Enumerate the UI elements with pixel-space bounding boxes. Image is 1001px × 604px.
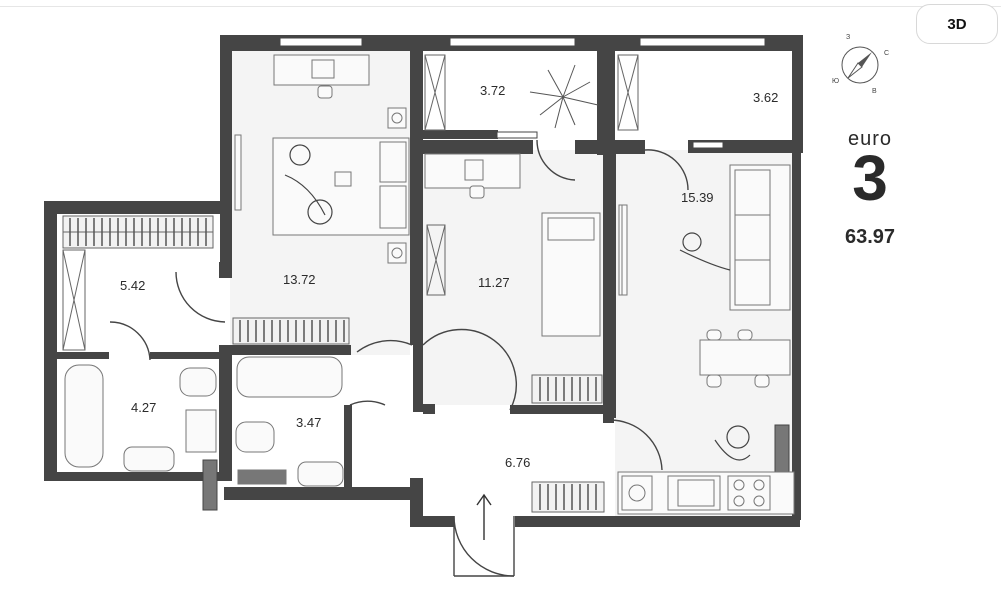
room-bathroom-2-area: 3.47 — [296, 415, 322, 430]
room-bedroom-2-area: 11.27 — [478, 275, 510, 290]
windows — [202, 37, 790, 511]
room-bathroom-1-area: 4.27 — [131, 400, 157, 415]
apartment-rooms-count: 3 — [852, 142, 888, 214]
compass-east-label: В — [872, 88, 877, 95]
room-hallway-area: 6.76 — [505, 455, 531, 470]
compass-north-label: С — [884, 50, 890, 57]
room-balcony-1-area: 3.72 — [480, 83, 506, 98]
room-balcony-2-area: 3.62 — [753, 90, 779, 105]
entrance-arrow — [476, 493, 492, 540]
door-swings — [109, 139, 689, 577]
room-wardrobe-area: 5.42 — [120, 278, 146, 293]
people-sketches — [284, 144, 751, 461]
apartment-type-label: euro — [847, 128, 893, 150]
apartment-total-area: 63.97 — [844, 226, 896, 248]
balcony-glazing — [62, 54, 639, 351]
compass-icon: З С Ю В — [832, 34, 890, 96]
room-kitchen-living-area: 15.39 — [681, 190, 714, 205]
top-divider — [0, 6, 1001, 7]
furniture — [64, 54, 795, 515]
wardrobes — [62, 215, 605, 513]
compass-south-label: Ю — [832, 78, 840, 85]
room-bedroom-1-area: 13.72 — [283, 272, 316, 287]
view-3d-button[interactable]: 3D — [916, 4, 998, 44]
compass-west-label: З — [846, 34, 851, 41]
